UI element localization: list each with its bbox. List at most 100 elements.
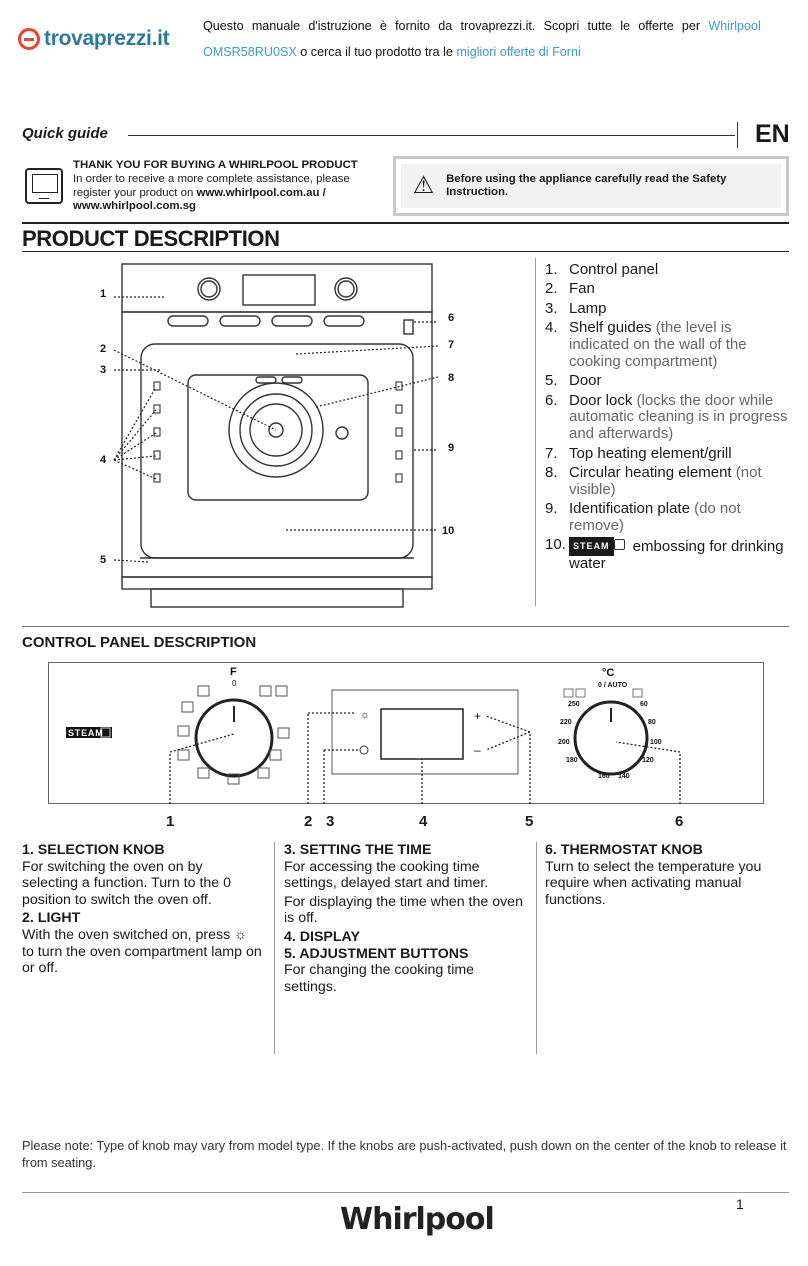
temp-mark-80: 80: [648, 719, 656, 726]
temp-icon-2: [575, 688, 586, 698]
part-text: Circular heating element (not visible): [569, 463, 790, 499]
temp-mark-120: 120: [642, 757, 654, 764]
control-panel-frame: [48, 662, 764, 804]
temp-mark-180: 180: [566, 757, 578, 764]
shelf-guide-r4: [395, 450, 403, 460]
part-text: Shelf guides (the level is indicated on …: [569, 319, 790, 370]
brand-link[interactable]: Whirlpool: [708, 19, 761, 33]
description-heading: 6. THERMOSTAT KNOB: [545, 842, 703, 858]
function-icon-3: [177, 725, 190, 737]
part-label: Top heating element/grill: [569, 444, 732, 462]
oven-left-knob-inner: [200, 280, 218, 298]
plus-button[interactable]: +: [474, 709, 481, 723]
callout-line-5: [113, 559, 149, 563]
temp-mark-200: 200: [558, 739, 570, 746]
callout-10: 10: [442, 525, 454, 537]
section-rule-top: [22, 222, 789, 224]
callout-line-4a: [113, 386, 157, 461]
banner-line-2-mid: o cerca il tuo prodotto tra le: [296, 45, 457, 59]
page-number: 1: [736, 1196, 744, 1212]
function-icon-11: [269, 749, 282, 761]
banner-word: Scopri: [543, 19, 580, 33]
banner-word: da: [438, 19, 453, 33]
cp-callout-line-5a: [485, 715, 531, 733]
thanks-heading: THANK YOU FOR BUYING A WHIRLPOOL PRODUCT: [73, 159, 358, 171]
grill-element-1: [167, 315, 209, 327]
temp-mark-220: 220: [560, 719, 572, 726]
part-number: 9.: [545, 500, 558, 518]
part-note: (not visible): [569, 463, 762, 498]
part-text: Identification plate (do not remove): [569, 500, 790, 535]
part-label: Control panel: [569, 261, 659, 278]
description-divider-1: [274, 842, 275, 1054]
control-panel-title: CONTROL PANEL DESCRIPTION: [22, 634, 257, 651]
cp-number-3: 3: [326, 813, 335, 830]
trovaprezzi-logo[interactable]: trovaprezzi.it: [18, 27, 170, 51]
steam-badge-icon: [100, 727, 111, 738]
part-label: embossing for drinking water: [569, 538, 784, 573]
part-text: STEAM embossing for drinking water: [569, 537, 790, 573]
whirlpool-logo: Whirlpool: [340, 1202, 495, 1237]
clock-button-icon[interactable]: [359, 745, 369, 755]
part-label: Circular heating element: [569, 463, 732, 481]
thermostat-knob[interactable]: [573, 700, 649, 776]
description-text: For switching the oven on by selecting a…: [22, 858, 232, 908]
description-text: For accessing the cooking time settings,…: [284, 858, 489, 892]
register-urls[interactable]: www.whirlpool.com.au / www.whirlpool.com…: [73, 186, 326, 213]
fan-hub: [268, 422, 284, 438]
offers-link[interactable]: migliori offerte di Forni: [456, 45, 581, 59]
callout-6: 6: [448, 312, 454, 324]
description-heading: 5. ADJUSTMENT BUTTONS: [284, 945, 469, 962]
description-heading: 1. SELECTION KNOB: [22, 842, 165, 858]
description-text: Turn to select the temperature you requi…: [545, 858, 762, 908]
description-heading: 4. DISPLAY: [284, 928, 360, 945]
temp-mark-60: 60: [640, 701, 648, 708]
cp-callout-line-5b: [485, 731, 531, 751]
part-item: 7.Top heating element/grill: [545, 444, 790, 463]
part-number: 2.: [545, 280, 558, 298]
callout-line-4e: [113, 459, 157, 480]
display-screen: [380, 708, 464, 760]
grill-element-4: [323, 315, 365, 327]
callout-line-4d: [113, 455, 157, 461]
function-icon-9: [275, 685, 288, 697]
banner-word: tutte: [587, 19, 613, 33]
light-button-icon[interactable]: ☼: [360, 709, 370, 721]
part-text: Top heating element/grill: [569, 444, 732, 463]
description-heading: 2. LIGHT: [22, 910, 81, 927]
footer-rule: [22, 1192, 789, 1193]
cp-callout-line-1b: [169, 733, 235, 753]
part-item: 2.Fan: [545, 280, 790, 298]
shelf-guide-r3: [395, 427, 403, 437]
part-label: Lamp: [569, 299, 607, 317]
model-link[interactable]: OMSR58RU0SX: [203, 45, 297, 59]
selection-knob[interactable]: [194, 698, 274, 778]
callout-line-4c: [113, 432, 157, 461]
part-item: 9. Identification plate (do not remove): [545, 500, 790, 535]
banner-word: Questo: [203, 19, 244, 33]
shelf-guide-l2: [153, 404, 161, 414]
grill-element-3: [271, 315, 313, 327]
fan-ring-inner: [249, 403, 303, 457]
part-item: 4.Shelf guides (the level is indicated o…: [545, 319, 790, 370]
banner-word: è: [379, 19, 387, 33]
callout-2: 2: [100, 343, 106, 355]
minus-button[interactable]: –: [474, 743, 481, 757]
cp-callout-line-6b: [615, 741, 681, 753]
selection-knob-label-zero: 0: [232, 679, 237, 688]
fan-ring: [239, 393, 313, 467]
cp-number-6: 6: [675, 813, 684, 830]
function-icon-7: [257, 767, 270, 779]
door-lock: [403, 319, 414, 335]
callout-1: 1: [100, 288, 106, 300]
part-number: 8.: [545, 463, 558, 481]
oven-display: [242, 274, 316, 306]
display-module: [331, 689, 519, 775]
function-icon-6: [227, 773, 240, 785]
oven-drawer: [150, 588, 404, 608]
callout-3: 3: [100, 364, 106, 376]
banner-word: trovaprezzi.it.: [460, 19, 536, 33]
